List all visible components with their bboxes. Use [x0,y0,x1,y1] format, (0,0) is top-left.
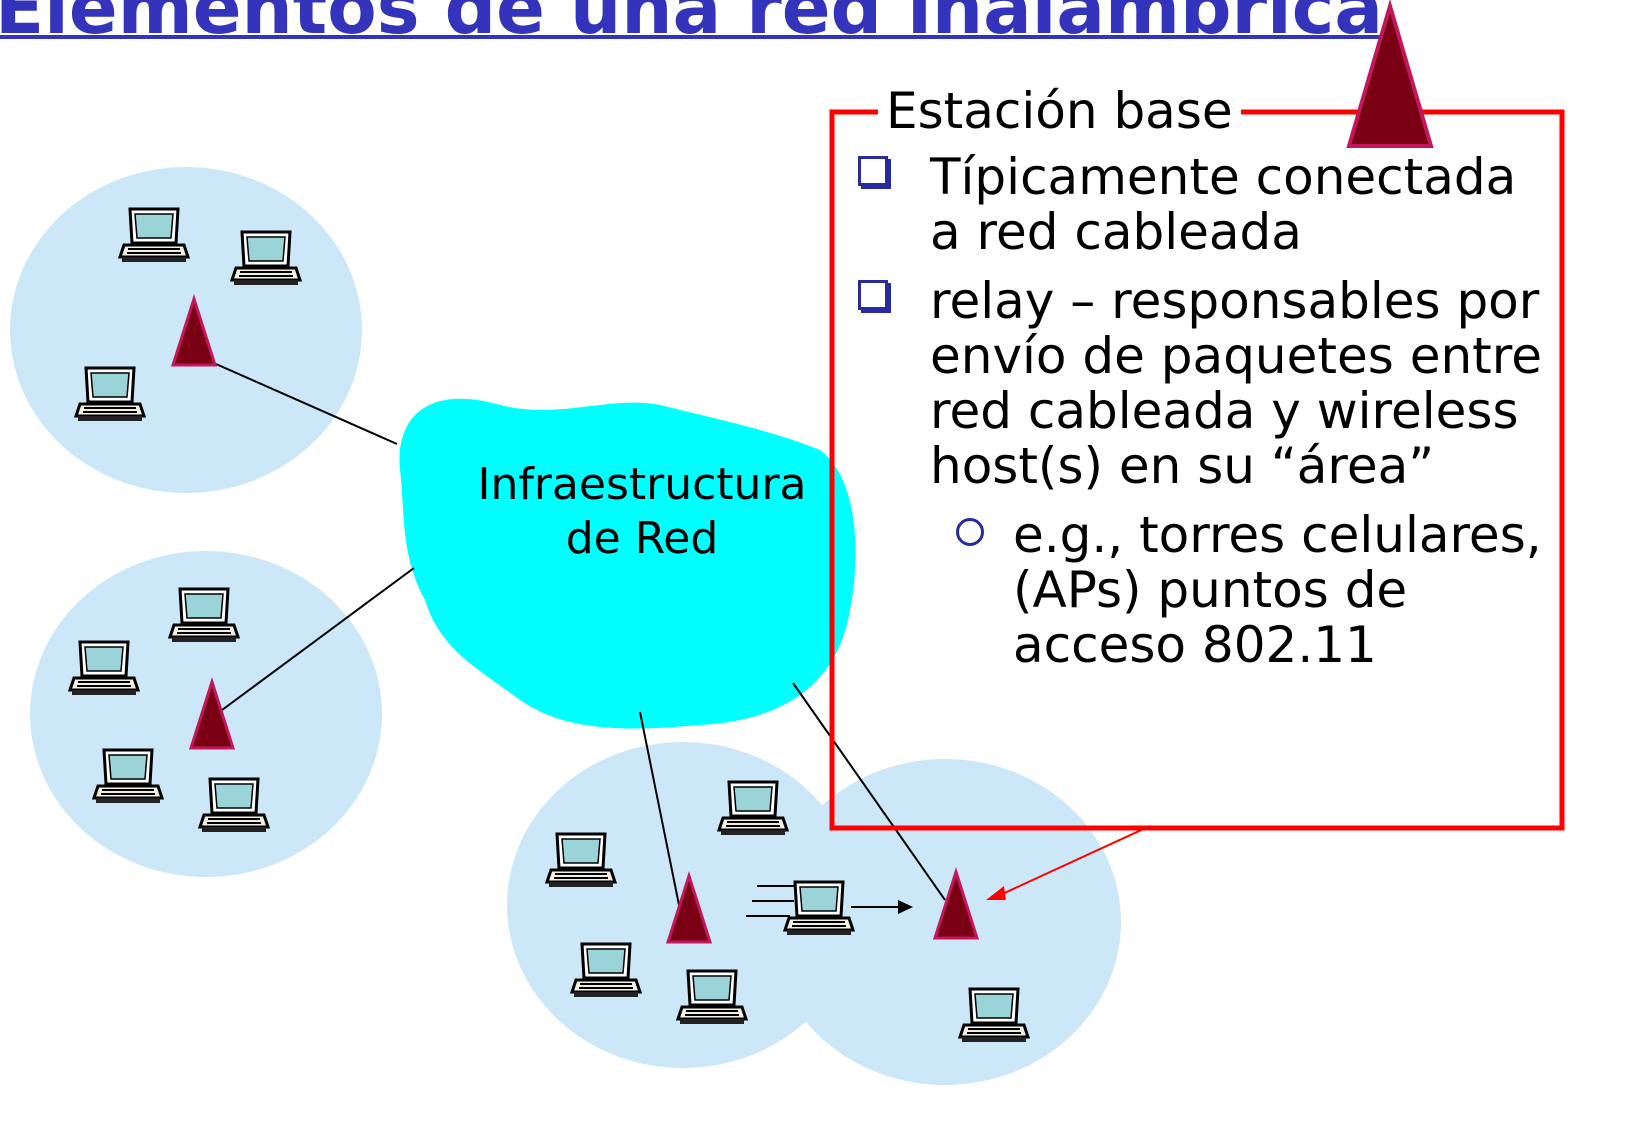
link-cell-3 [639,711,680,906]
base-station-icon [665,871,713,944]
callout-bullet-list: Típicamente conectada a red cableada rel… [858,150,1558,673]
callout-pointer-arrowhead [986,886,1006,900]
bullet-text: relay – responsables por envío de paquet… [930,272,1542,495]
laptop-icon [197,775,271,835]
base-station-icon [932,867,980,940]
sub-bullet-text: e.g., torres celulares, (APs) puntos de … [1013,506,1542,674]
laptop-icon [67,638,141,698]
laptop-icon [782,878,856,938]
cloud-label-line1: Infraestructura [477,459,807,510]
page-title: Elementos de una red inalámbrica [0,0,1383,50]
network-cloud [399,398,856,729]
base-station-icon [170,294,218,367]
link-cell-1 [215,363,398,445]
sub-list-item: e.g., torres celulares, (APs) puntos de … [858,508,1558,673]
laptop-icon [957,985,1031,1045]
list-item: Típicamente conectada a red cableada [858,150,1558,260]
laptop-icon [167,585,241,645]
circle-bullet-icon [956,518,984,546]
laptop-icon [675,967,749,1027]
laptop-icon [716,778,790,838]
wired-links [215,363,946,906]
laptop-icon [117,205,191,265]
square-bullet-icon [858,156,888,186]
movement-arrowhead [898,900,913,914]
motion-lines-icon [746,885,797,917]
laptop-icon [73,364,147,424]
cloud-label-line2: de Red [565,513,719,564]
list-item: relay – responsables por envío de paquet… [858,274,1558,494]
laptop-icon [91,746,165,806]
callout-pointer [997,825,1151,897]
link-cell-4 [792,682,946,901]
base-station-icon [188,677,236,750]
base-station-icon [1346,0,1434,148]
link-cell-2 [217,567,415,714]
laptop-icon [229,228,303,288]
laptop-icon [569,940,643,1000]
laptop-icon [544,830,618,890]
bullet-text: Típicamente conectada a red cableada [930,148,1517,261]
square-bullet-icon [858,280,888,310]
callout-heading: Estación base [878,82,1241,140]
network-cloud-label: Infraestructura de Red [472,458,812,566]
